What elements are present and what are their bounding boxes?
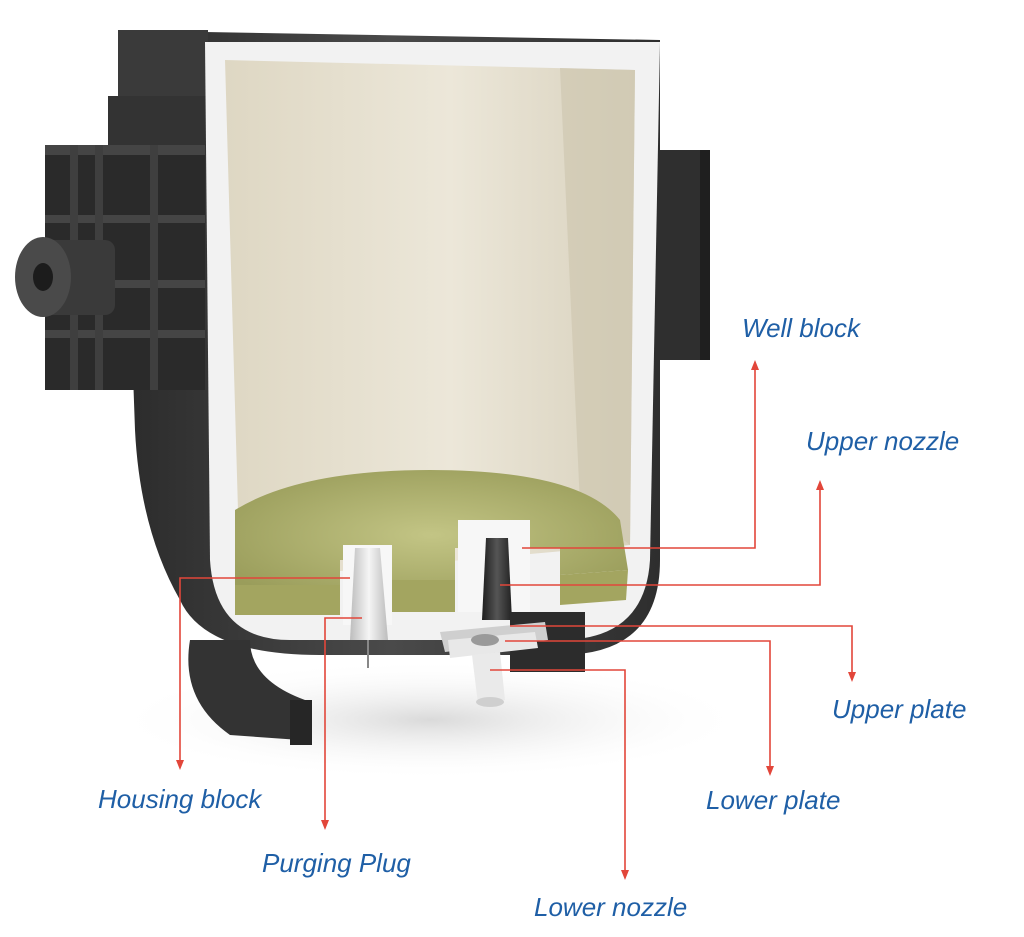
bottom-refractory	[235, 470, 628, 600]
leader-well-block	[522, 368, 756, 549]
label-lower-nozzle: Lower nozzle	[534, 892, 688, 922]
leader-purging-plug-arrow	[321, 820, 329, 830]
leader-well-block-arrow	[751, 360, 759, 370]
leader-housing-block	[179, 577, 350, 762]
bottom-refractory-face	[235, 585, 340, 615]
label-upper-plate: Upper plate	[832, 694, 967, 724]
trunnion-pin	[15, 237, 115, 317]
label-housing-block: Housing block	[98, 784, 262, 814]
shell-top-band-2	[108, 96, 208, 146]
leader-upper-plate	[510, 625, 853, 674]
leader-purging-plug	[324, 617, 362, 822]
leader-lines	[176, 360, 856, 880]
leader-upper-plate-arrow	[848, 672, 856, 682]
inner-wall	[225, 60, 635, 580]
bottom-refractory-face-3	[560, 570, 628, 605]
leader-upper-nozzle	[500, 488, 821, 586]
purging-plug	[350, 548, 388, 640]
lower-nozzle	[472, 652, 505, 704]
upper-nozzle	[482, 538, 512, 620]
shell-top-band	[118, 30, 208, 100]
slide-gate	[440, 612, 585, 672]
leader-lower-plate	[505, 640, 771, 768]
leader-lower-plate-arrow	[766, 766, 774, 776]
inner-wall-shade	[560, 68, 635, 545]
bottom-skirt	[188, 640, 305, 740]
label-lower-plate: Lower plate	[706, 785, 841, 815]
label-well-block: Well block	[742, 313, 861, 343]
leader-lower-nozzle	[490, 669, 626, 872]
bottom-refractory-face-2	[392, 580, 455, 612]
bottom-foot	[290, 700, 312, 745]
leader-upper-nozzle-arrow	[816, 480, 824, 490]
lower-nozzle-tip	[476, 697, 504, 707]
leader-lower-nozzle-arrow	[621, 870, 629, 880]
label-purging-plug: Purging Plug	[262, 848, 411, 878]
leader-housing-block-arrow	[176, 760, 184, 770]
label-upper-nozzle: Upper nozzle	[806, 426, 960, 456]
